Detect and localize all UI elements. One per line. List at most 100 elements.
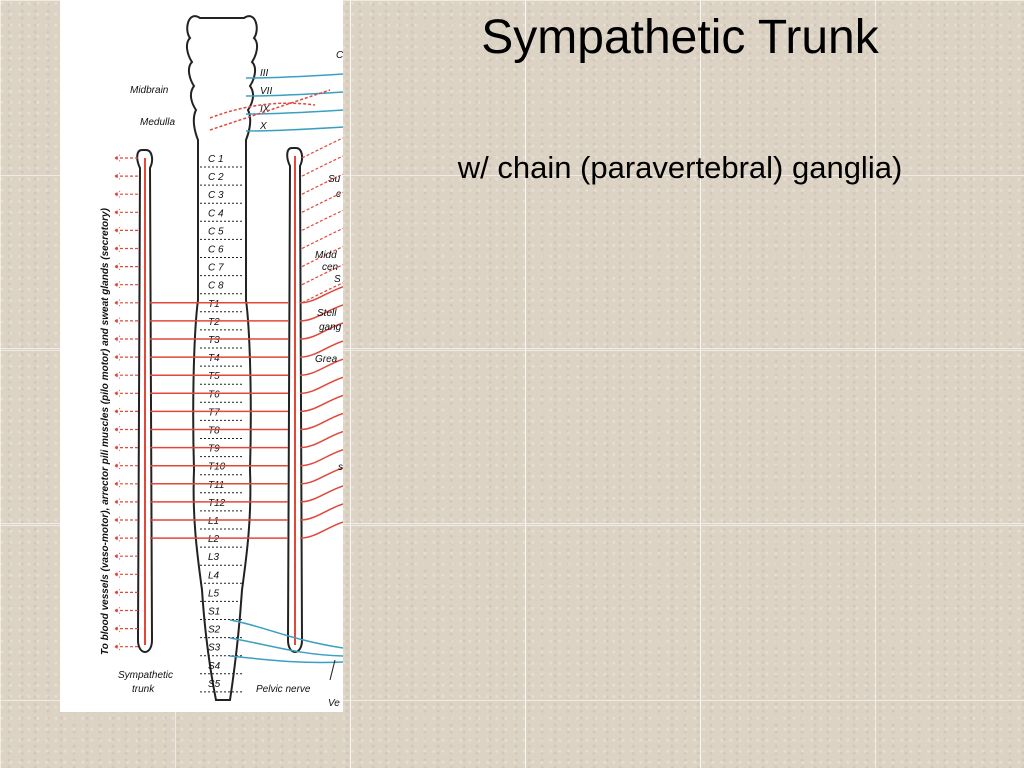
segment-label: S4 — [208, 661, 221, 672]
splanchnic-fiber — [299, 322, 343, 340]
splanchnic-fiber — [299, 467, 343, 485]
segment-label: T5 — [208, 371, 220, 382]
cranial-nerve-line — [245, 126, 343, 132]
segment-label: T6 — [208, 389, 220, 400]
cut-label: c — [336, 189, 341, 200]
cut-label: Midd — [315, 250, 337, 261]
cut-label: S — [334, 274, 341, 285]
segment-label: T7 — [208, 407, 220, 418]
cut-label: gang — [319, 322, 342, 333]
peripheral-arrow — [114, 552, 138, 560]
segment-label: S2 — [208, 625, 221, 636]
peripheral-arrow — [114, 389, 138, 397]
cut-label: Stell — [317, 308, 337, 319]
splanchnic-fiber — [299, 304, 343, 322]
peripheral-arrow — [114, 444, 138, 452]
peripheral-arrow — [114, 588, 138, 596]
vertical-caption: To blood vessels (vaso-motor), arrector … — [100, 207, 111, 655]
cervical-fiber — [301, 282, 343, 304]
background-seam — [700, 0, 701, 768]
peripheral-arrow — [114, 480, 138, 488]
cervical-fiber — [301, 191, 343, 213]
medulla-label: Medulla — [140, 117, 175, 128]
cut-label: Grea — [315, 354, 338, 365]
cranial-nerve-label: VII — [260, 86, 272, 97]
cranial-nerve-label: IX — [260, 104, 270, 115]
peripheral-arrow — [114, 371, 138, 379]
splanchnic-fiber — [299, 521, 343, 539]
segment-label: T4 — [208, 353, 220, 364]
peripheral-arrow — [114, 425, 138, 434]
pelvic-nerve-label: Pelvic nerve — [256, 684, 311, 695]
splanchnic-fiber — [299, 340, 343, 358]
peripheral-arrow — [114, 335, 138, 343]
peripheral-arrow — [114, 516, 138, 524]
splanchnic-fiber — [299, 412, 343, 431]
cranial-nerve-line — [245, 109, 343, 115]
cranial-nerve-line — [245, 73, 343, 79]
splanchnic-fiber — [299, 430, 343, 449]
peripheral-arrow — [114, 534, 138, 542]
cut-label: s — [338, 462, 343, 473]
peripheral-arrow — [114, 353, 138, 361]
background-seam — [0, 523, 1024, 524]
sacral-parasympathetic-lines — [229, 619, 343, 664]
peripheral-arrow — [114, 208, 138, 216]
cranial-nerve-label: III — [260, 68, 269, 79]
segment-label: T9 — [208, 444, 220, 455]
cervical-fiber — [301, 264, 343, 286]
segment-label: T1 — [208, 299, 220, 310]
peripheral-arrow — [114, 263, 138, 271]
peripheral-arrow — [114, 172, 138, 180]
segment-label: C 3 — [208, 190, 224, 201]
peripheral-arrow — [114, 606, 138, 615]
segment-label: C 4 — [208, 208, 224, 219]
cervical-fiber — [301, 137, 343, 159]
peripheral-arrow — [114, 244, 138, 253]
segment-label: C 6 — [208, 245, 224, 256]
trunk-label-1: Sympathetic — [118, 670, 173, 681]
segment-label: L5 — [208, 588, 220, 599]
cut-label: cen — [322, 262, 339, 273]
peripheral-arrow — [114, 317, 138, 325]
trunk-label-2: trunk — [132, 684, 155, 695]
segment-label: C 2 — [208, 172, 224, 183]
cervical-fiber — [301, 209, 343, 231]
background-seam — [0, 348, 1024, 349]
peripheral-arrow — [114, 407, 138, 415]
slide-title: Sympathetic Trunk — [481, 11, 879, 64]
peripheral-arrow — [114, 281, 138, 289]
segment-label: T8 — [208, 426, 220, 437]
segment-label: T10 — [208, 462, 226, 473]
segment-label: S5 — [208, 679, 221, 690]
peripheral-arrow — [114, 190, 138, 198]
segment-label: C 7 — [208, 263, 224, 274]
splanchnic-fiber — [299, 358, 343, 376]
segment-label: T12 — [208, 498, 226, 509]
segment-label: L2 — [208, 534, 220, 545]
peripheral-arrow — [114, 643, 138, 651]
cut-label: Su — [328, 174, 341, 185]
background-seam — [525, 0, 526, 768]
slide-subtitle: w/ chain (paravertebral) ganglia) — [457, 150, 903, 185]
peripheral-arrow — [114, 570, 138, 578]
cervical-fiber — [301, 155, 343, 177]
cut-label: C — [336, 50, 343, 61]
splanchnic-fiber — [299, 485, 343, 503]
segment-label: C 1 — [208, 154, 224, 165]
segment-label: T3 — [208, 335, 220, 346]
peripheral-arrow — [114, 299, 138, 307]
segment-label: L1 — [208, 516, 219, 527]
splanchnic-fiber — [299, 448, 343, 467]
segment-label: C 5 — [208, 226, 224, 237]
peripheral-arrow — [114, 498, 138, 506]
segment-label: T2 — [208, 317, 220, 328]
peripheral-arrow — [114, 226, 138, 234]
midbrain-label: Midbrain — [130, 85, 169, 96]
cervical-fiber — [301, 173, 343, 195]
peripheral-arrow — [114, 625, 138, 633]
peripheral-arrow — [114, 462, 138, 470]
cranial-sympathetic-arrow — [209, 89, 331, 131]
splanchnic-fiber — [299, 286, 343, 304]
splanchnic-fiber — [299, 394, 343, 413]
